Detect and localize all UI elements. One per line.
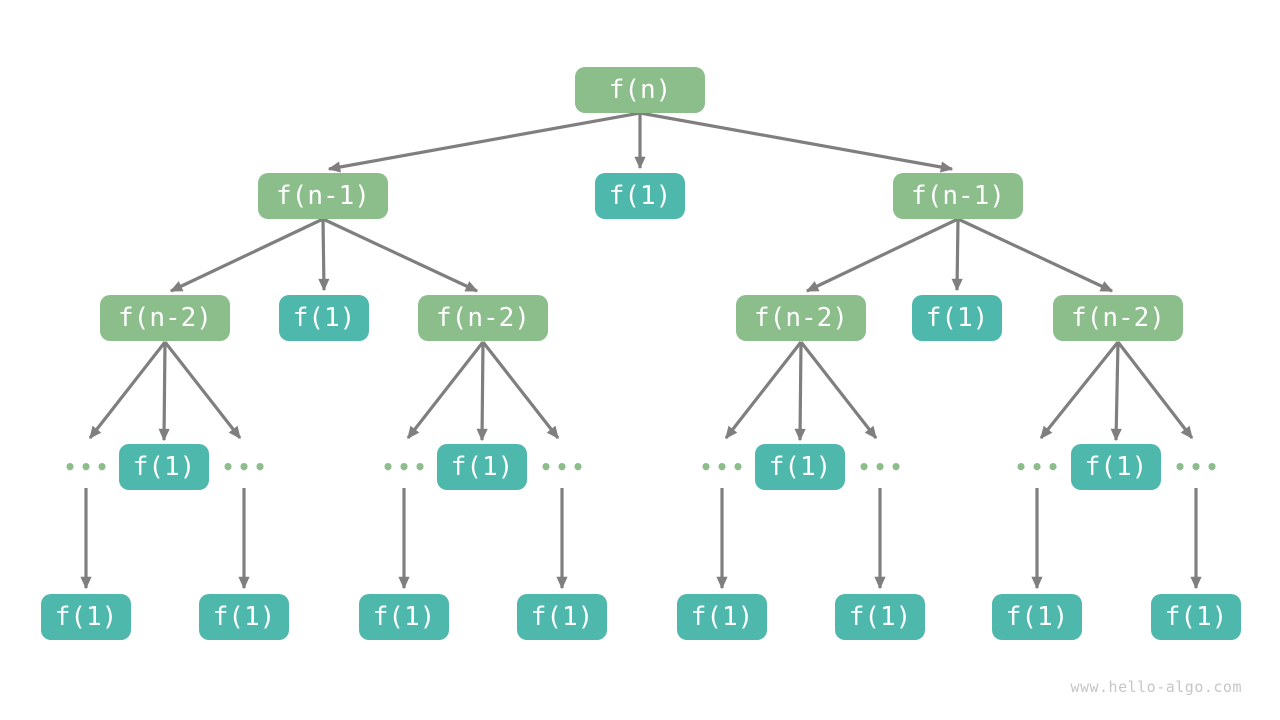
watermark: www.hello-algo.com xyxy=(1070,678,1242,696)
edge-arrow xyxy=(1039,340,1120,440)
edge-arrow xyxy=(476,341,488,442)
leaf-5: f(1) xyxy=(677,594,767,640)
leaf-7: f(1) xyxy=(992,594,1082,640)
ellipsis-5-icon: ••• xyxy=(699,455,749,479)
leaf-1: f(1) xyxy=(41,594,131,640)
edge-arrow xyxy=(1116,341,1194,439)
node-l3-5: f(1) xyxy=(912,295,1002,341)
node-l4-2: f(1) xyxy=(437,444,527,490)
leaf-6: f(1) xyxy=(835,594,925,640)
ellipsis-1-icon: ••• xyxy=(63,455,113,479)
node-l2-right: f(n-1) xyxy=(893,173,1023,219)
edge-arrow xyxy=(322,217,479,293)
node-l3-6: f(n-2) xyxy=(1053,295,1183,341)
node-l3-4: f(n-2) xyxy=(736,295,866,341)
node-l4-1: f(1) xyxy=(119,444,209,490)
edge-arrow xyxy=(951,218,963,292)
ellipsis-8-icon: ••• xyxy=(1173,455,1223,479)
ellipsis-4-icon: ••• xyxy=(539,455,589,479)
edge-arrow xyxy=(481,341,560,439)
edge-arrow xyxy=(163,341,242,439)
node-l4-4: f(1) xyxy=(1071,444,1161,490)
node-root: f(n) xyxy=(575,67,705,113)
edge-arrow xyxy=(158,341,170,442)
edge-arrow xyxy=(639,111,954,173)
ellipsis-6-icon: ••• xyxy=(857,455,907,479)
node-l2-mid: f(1) xyxy=(595,173,685,219)
node-l3-1: f(n-2) xyxy=(100,295,230,341)
edge-arrow xyxy=(957,217,1114,293)
edge-arrow xyxy=(805,217,959,293)
ellipsis-7-icon: ••• xyxy=(1014,455,1064,479)
leaf-8: f(1) xyxy=(1151,594,1241,640)
edge-arrow xyxy=(318,218,330,292)
edge-arrow xyxy=(1110,341,1122,442)
node-l2-left: f(n-1) xyxy=(258,173,388,219)
edge-arrow xyxy=(406,341,485,439)
leaf-3: f(1) xyxy=(359,594,449,640)
ellipsis-3-icon: ••• xyxy=(381,455,431,479)
node-l4-3: f(1) xyxy=(755,444,845,490)
edge-arrow xyxy=(327,111,641,173)
edge-arrow xyxy=(88,341,167,439)
edge-arrow xyxy=(794,341,806,442)
leaf-4: f(1) xyxy=(517,594,607,640)
edge-arrow xyxy=(799,341,878,439)
node-l3-3: f(n-2) xyxy=(418,295,548,341)
leaf-2: f(1) xyxy=(199,594,289,640)
ellipsis-2-icon: ••• xyxy=(221,455,271,479)
edge-arrow xyxy=(169,217,324,293)
edge-arrow xyxy=(724,341,803,439)
node-l3-2: f(1) xyxy=(279,295,369,341)
